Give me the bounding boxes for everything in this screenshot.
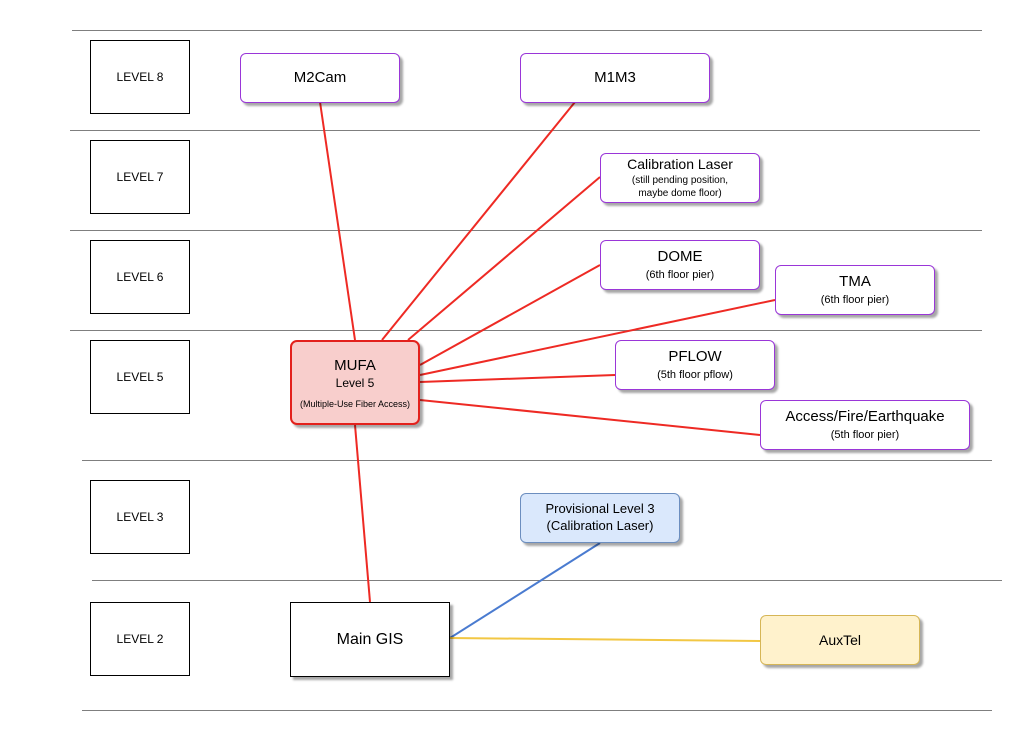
node-subtitle: maybe dome floor) [638, 187, 722, 199]
node-subtitle: (5th floor pier) [830, 428, 900, 441]
link-mufa-main-gis [354, 424, 371, 603]
node-title: MUFA [334, 356, 376, 374]
floor-separator [70, 330, 982, 331]
level-label: LEVEL 2 [116, 632, 164, 646]
node-title: Access/Fire/Earthquake [785, 407, 945, 425]
node-title: Main GIS [336, 630, 404, 648]
level-2-box: LEVEL 2 [90, 602, 190, 676]
level-7-box: LEVEL 7 [90, 140, 190, 214]
node-title: Calibration Laser [627, 156, 733, 173]
link-mufa-dome [419, 264, 601, 366]
link-gis-provisional [449, 542, 601, 639]
node-main-gis[interactable]: Main GIS [290, 602, 450, 677]
level-5-box: LEVEL 5 [90, 340, 190, 414]
node-subtitle: (6th floor pier) [645, 268, 715, 281]
floor-separator [70, 130, 980, 131]
node-title: M2Cam [293, 69, 347, 86]
node-subtitle: (5th floor pflow) [657, 368, 733, 381]
level-8-box: LEVEL 8 [90, 40, 190, 114]
node-mufa[interactable]: MUFA Level 5 (Multiple-Use Fiber Access) [290, 340, 420, 425]
node-m1m3[interactable]: M1M3 [520, 53, 710, 103]
node-subtitle: (6th floor pier) [820, 293, 890, 306]
node-subtitle: Level 5 [335, 375, 375, 390]
node-title: AuxTel [818, 632, 862, 648]
node-provisional-level-3[interactable]: Provisional Level 3 (Calibration Laser) [520, 493, 680, 543]
node-calibration-laser[interactable]: Calibration Laser (still pending positio… [600, 153, 760, 203]
link-gis-auxtel [449, 637, 761, 642]
level-label: LEVEL 3 [116, 510, 164, 524]
level-label: LEVEL 5 [116, 370, 164, 384]
floor-separator [82, 460, 992, 461]
link-mufa-calibration-laser [407, 176, 601, 341]
node-dome[interactable]: DOME (6th floor pier) [600, 240, 760, 290]
node-title: M1M3 [594, 69, 636, 86]
level-6-box: LEVEL 6 [90, 240, 190, 314]
node-subtitle: (Calibration Laser) [546, 518, 654, 533]
node-tma[interactable]: TMA (6th floor pier) [775, 265, 935, 315]
floor-separator [82, 710, 992, 711]
link-mufa-m2cam [319, 101, 356, 341]
link-mufa-tma [419, 299, 776, 376]
level-label: LEVEL 7 [116, 170, 164, 184]
floor-separator [92, 580, 1002, 581]
node-description: (Multiple-Use Fiber Access) [299, 398, 411, 409]
node-title: PFLOW [668, 347, 722, 365]
node-m2cam[interactable]: M2Cam [240, 53, 400, 103]
node-title: DOME [657, 247, 703, 265]
link-mufa-pflow [419, 374, 616, 383]
node-subtitle: (still pending position, [631, 174, 729, 186]
link-mufa-m1m3 [381, 101, 576, 341]
floor-separator [72, 30, 982, 31]
link-mufa-access [419, 399, 761, 436]
node-title: TMA [839, 272, 871, 290]
floor-separator [70, 230, 982, 231]
level-label: LEVEL 8 [116, 70, 164, 84]
level-3-box: LEVEL 3 [90, 480, 190, 554]
level-label: LEVEL 6 [116, 270, 164, 284]
node-access-fire-earthquake[interactable]: Access/Fire/Earthquake (5th floor pier) [760, 400, 970, 450]
node-pflow[interactable]: PFLOW (5th floor pflow) [615, 340, 775, 390]
node-title: Provisional Level 3 [545, 501, 655, 517]
node-auxtel[interactable]: AuxTel [760, 615, 920, 665]
